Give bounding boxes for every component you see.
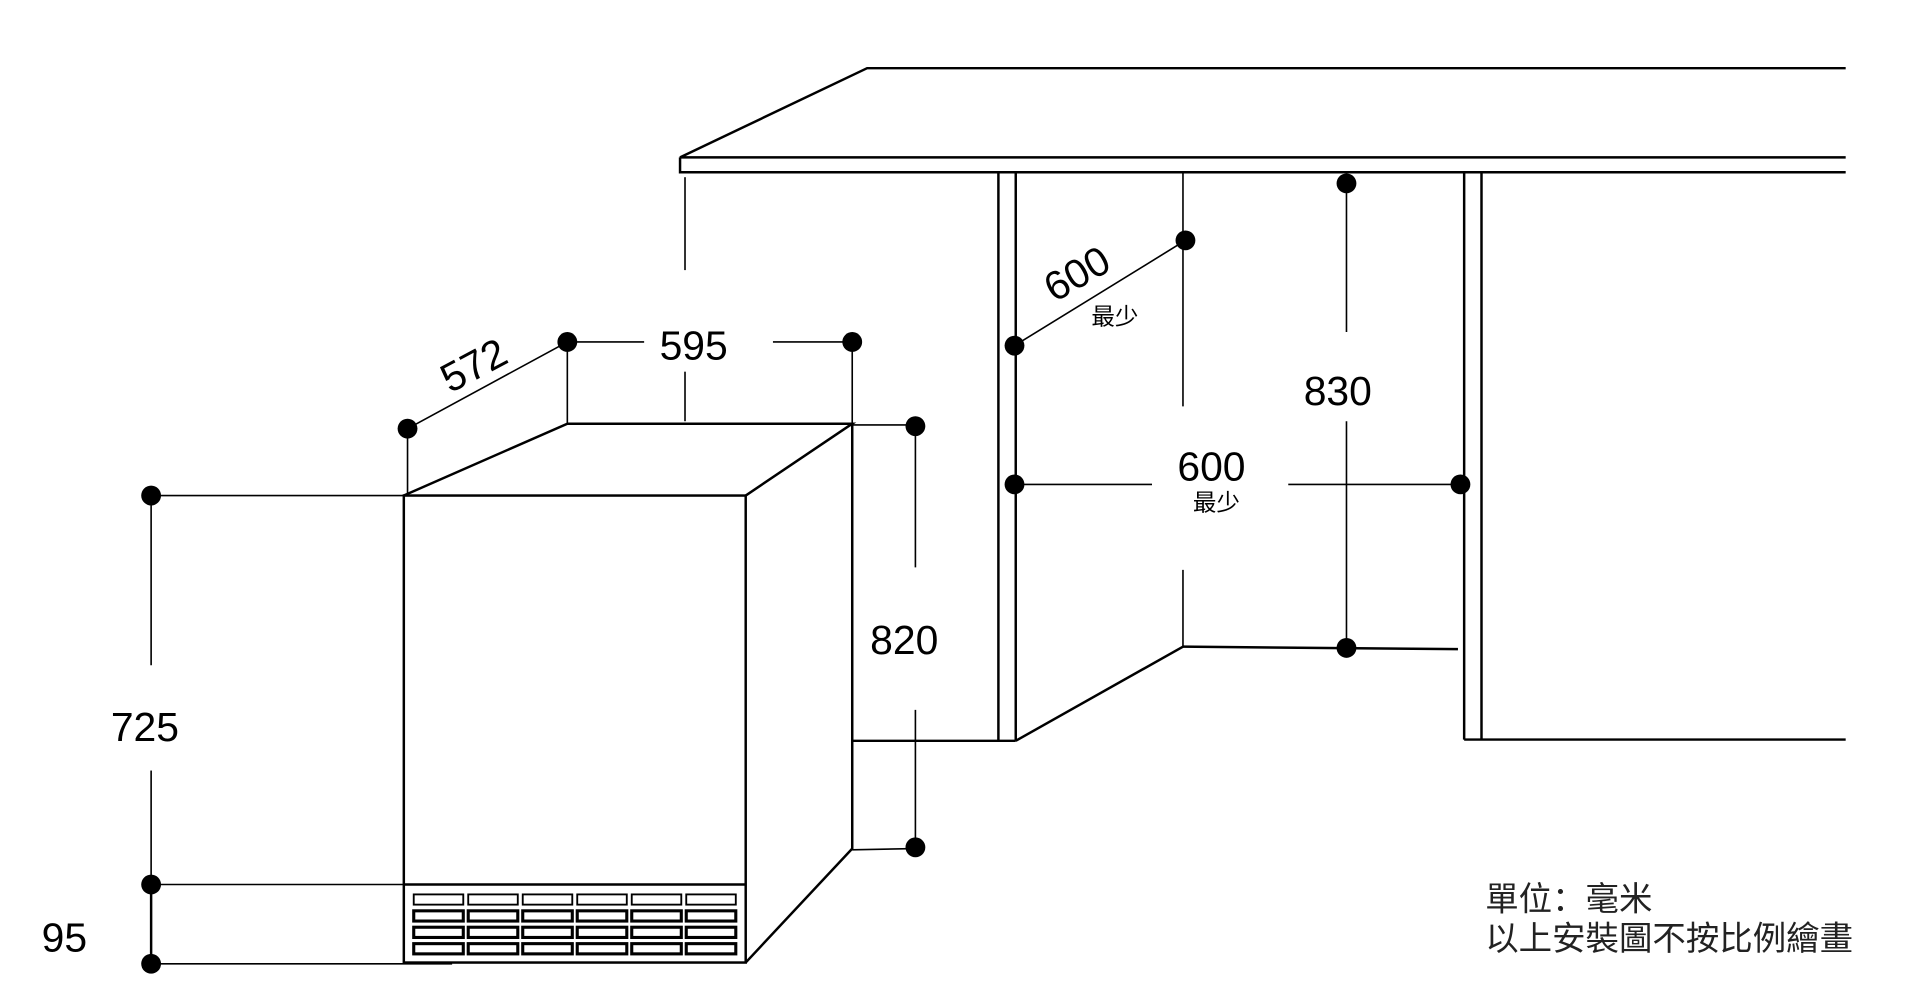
grill-slot	[685, 893, 737, 906]
grill-slot	[521, 942, 574, 956]
countertop	[678, 66, 1846, 174]
grill-slot	[521, 909, 574, 923]
ventilation-grill	[412, 893, 738, 956]
grill-slot	[630, 893, 683, 906]
appliance-height-dimension: 820	[852, 416, 938, 858]
grill-slot	[575, 925, 629, 940]
grill-slot	[684, 909, 738, 923]
body-height-label: 725	[111, 704, 179, 750]
grill-slot	[576, 893, 628, 906]
niche-floor	[1015, 172, 1458, 742]
niche-depth-min-note: 最少	[1091, 303, 1138, 331]
niche-height-dimension: 830	[1304, 173, 1372, 658]
grill-slot	[521, 925, 574, 940]
scale-note: 以上安裝圖不按比例繪畫	[1485, 919, 1853, 958]
niche-width-min-note: 最少	[1193, 488, 1240, 516]
grill-slot	[630, 909, 683, 923]
niche-depth-label: 600	[1036, 237, 1118, 311]
grill-slot	[684, 925, 738, 940]
appliance-depth-dimension: 572	[397, 329, 578, 496]
grill-slot	[521, 893, 574, 906]
unit-note: 單位：毫米	[1485, 880, 1652, 919]
appliance	[402, 422, 857, 964]
appliance-height-label: 820	[870, 617, 938, 663]
grill-slot	[412, 893, 465, 906]
grill-slot	[684, 942, 738, 956]
grill-slot	[412, 909, 465, 923]
grill-slot	[575, 909, 629, 923]
niche-width-label: 600	[1177, 444, 1245, 490]
grill-slot	[466, 942, 520, 956]
left-cabinet-panel	[852, 172, 1017, 743]
grill-slot	[467, 893, 519, 906]
grill-slot	[575, 942, 629, 956]
niche-height-label: 830	[1304, 368, 1372, 414]
plinth-height-dimension: 95	[42, 884, 453, 974]
grill-slot	[630, 942, 683, 956]
grill-slot	[412, 942, 465, 956]
grill-slot	[412, 925, 465, 940]
appliance-depth-label: 572	[433, 329, 515, 402]
appliance-width-label: 595	[660, 322, 728, 368]
niche-depth-dimension: 600 最少	[1004, 230, 1196, 356]
niche-width-dimension: 600 最少	[1004, 444, 1471, 516]
grill-slot	[466, 925, 520, 940]
grill-slot	[466, 909, 520, 923]
grill-slot	[630, 925, 683, 940]
plinth-height-label: 95	[42, 914, 87, 960]
right-cabinet-panel	[1462, 172, 1846, 741]
appliance-width-dimension: 595	[567, 177, 863, 424]
body-height-dimension: 725	[111, 485, 404, 895]
